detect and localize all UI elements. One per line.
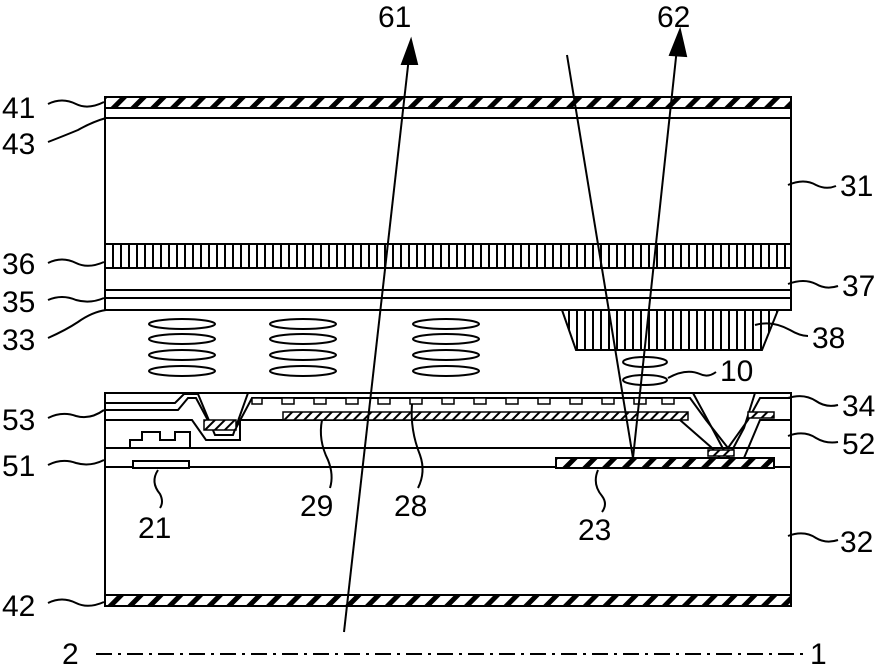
lc-molecule <box>149 334 215 344</box>
leader-29 <box>321 420 332 488</box>
comb-electrode <box>410 398 422 404</box>
label-2: 2 <box>62 638 79 666</box>
lc-molecule <box>413 319 479 329</box>
label-10: 10 <box>720 355 753 388</box>
leader-43 <box>48 118 106 142</box>
tft-channel <box>130 432 190 448</box>
reflector-23 <box>556 458 774 468</box>
label-1: 1 <box>810 638 827 666</box>
lc-molecule <box>413 334 479 344</box>
tft-electrode <box>204 420 236 430</box>
lc-molecule <box>149 319 215 329</box>
leader-51 <box>48 460 104 465</box>
leader-53 <box>48 410 104 418</box>
label-62: 62 <box>657 1 690 34</box>
comb-electrode <box>708 450 734 456</box>
polarizer-42 <box>105 595 791 606</box>
polarizer-41 <box>105 97 791 108</box>
comb-electrode <box>506 398 518 404</box>
leader-36 <box>48 260 104 266</box>
label-43: 43 <box>2 128 35 161</box>
comb-electrode <box>662 398 674 404</box>
label-35: 35 <box>2 286 35 319</box>
label-37: 37 <box>842 270 875 303</box>
label-42: 42 <box>2 590 35 623</box>
label-31: 31 <box>840 170 873 203</box>
leader-31 <box>788 182 836 188</box>
lc-molecule <box>270 319 336 329</box>
lc-molecule <box>270 366 336 376</box>
lc-molecule <box>413 350 479 360</box>
comb-electrode <box>252 398 262 404</box>
label-28: 28 <box>394 490 427 523</box>
tft-gate-21 <box>133 461 189 468</box>
leader-34 <box>788 396 838 406</box>
label-32: 32 <box>840 526 873 559</box>
label-23: 23 <box>578 514 611 547</box>
leader-42 <box>48 600 104 606</box>
label-34: 34 <box>842 390 875 423</box>
leader-33 <box>48 310 106 338</box>
comb-electrode <box>314 398 326 404</box>
label-38: 38 <box>812 322 845 355</box>
upper-substrate-31 <box>105 97 791 310</box>
comb-electrode <box>282 398 294 404</box>
leader-32 <box>788 533 838 541</box>
comb-electrode <box>570 398 582 404</box>
label-21: 21 <box>138 512 171 545</box>
comb-electrode <box>602 398 614 404</box>
leader-23 <box>596 470 605 512</box>
leader-10 <box>668 372 716 378</box>
leader-37 <box>788 281 838 288</box>
label-61: 61 <box>378 1 411 34</box>
label-53: 53 <box>2 404 35 437</box>
lc-molecule <box>413 366 479 376</box>
lc-molecule-10 <box>623 375 667 385</box>
lc-molecule <box>149 366 215 376</box>
label-41: 41 <box>2 92 35 125</box>
label-36: 36 <box>2 248 35 281</box>
leader-21 <box>154 470 162 508</box>
label-33: 33 <box>2 324 35 357</box>
leader-41 <box>48 101 104 107</box>
comb-electrode <box>442 398 454 404</box>
leader-35 <box>48 297 104 302</box>
leader-52 <box>788 433 838 442</box>
comb-electrode <box>538 398 550 404</box>
label-29: 29 <box>300 490 333 523</box>
lc-molecule <box>270 350 336 360</box>
lc-molecule-10 <box>623 357 667 367</box>
label-52: 52 <box>842 428 875 461</box>
label-51: 51 <box>2 450 35 483</box>
light-ray-61 <box>344 57 409 632</box>
comb-electrode <box>346 398 358 404</box>
spacer-38 <box>562 310 778 350</box>
arrow-head-61 <box>402 40 417 64</box>
lc-molecule <box>149 350 215 360</box>
comb-electrode <box>378 398 390 404</box>
comb-electrode <box>474 398 486 404</box>
lc-molecule <box>270 334 336 344</box>
comb-electrode <box>748 412 774 418</box>
color-filter-36 <box>105 244 791 268</box>
